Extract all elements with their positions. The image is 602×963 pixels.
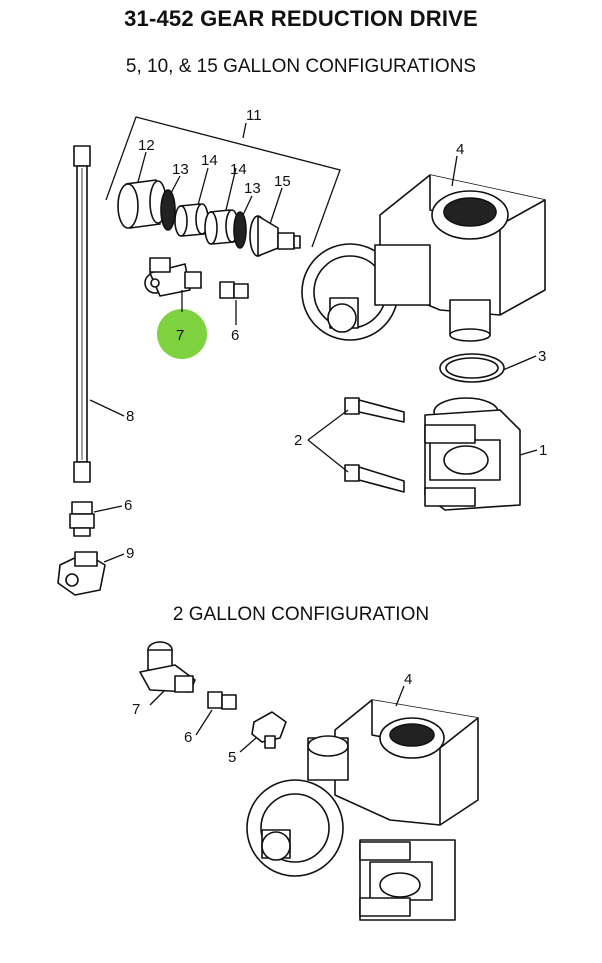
part-15-fitting[interactable] [249,215,301,257]
part-9-elbow[interactable] [57,551,106,596]
callout-14: 14 [201,152,218,169]
callout-2: 2 [294,432,302,449]
callout-9: 9 [126,545,134,562]
callout-12: 12 [138,137,155,154]
part-8-tube[interactable] [73,145,91,483]
callout-5-bottom: 5 [228,749,236,766]
callout-3: 3 [538,348,546,365]
page-title: 31-452 GEAR REDUCTION DRIVE [124,6,478,31]
callout-7-bottom: 7 [132,701,140,718]
part-7-tee-bottom[interactable] [139,641,196,693]
part-13-spring[interactable] [160,189,176,231]
callout-13b: 13 [244,180,261,197]
callout-6: 6 [231,327,239,344]
part-6-adapter-left[interactable] [69,501,95,537]
section-title-top: 5, 10, & 15 GALLON CONFIGURATIONS [125,56,477,77]
leader-lines-bottom [149,685,405,753]
callout-6-left: 6 [124,497,132,514]
part-7-tee[interactable] [144,257,202,297]
part-6-adapter-top[interactable] [219,281,249,299]
callout-14b: 14 [230,161,247,178]
part-14-cylinder-b[interactable] [204,209,239,245]
callout-11: 11 [246,107,262,124]
callout-15: 15 [274,173,291,190]
part-6-adapter-bottom[interactable] [207,691,237,710]
callout-4: 4 [456,141,464,158]
part-3-o-ring[interactable] [439,353,505,383]
part-2-bolt-a[interactable] [344,397,405,423]
callout-1: 1 [539,442,547,459]
part-13-spring-b[interactable] [233,211,247,249]
section-title-bottom: 2 GALLON CONFIGURATION [172,604,430,625]
callouts-bottom: 4 7 6 5 [132,671,412,766]
callout-7: 7 [176,327,184,344]
callout-8: 8 [126,408,134,425]
callout-4-bottom: 4 [404,671,412,688]
callout-13: 13 [172,161,189,178]
part-1-clamp[interactable] [424,397,521,511]
highlight-7[interactable] [157,309,207,359]
part-14-cylinder-a[interactable] [174,203,209,237]
callouts-top: 11 12 13 14 14 13 15 4 7 6 3 8 2 1 6 9 [124,107,547,562]
part-12-sleeve[interactable] [117,179,167,229]
part-5-fitting-bottom[interactable] [251,711,287,749]
bracket-11 [105,116,341,248]
part-4-housing[interactable] [301,174,546,342]
leader-lines-top [89,151,538,563]
callout-6-bottom: 6 [184,729,192,746]
part-4-housing-bottom[interactable] [246,699,479,921]
part-2-bolt-b[interactable] [344,464,405,493]
